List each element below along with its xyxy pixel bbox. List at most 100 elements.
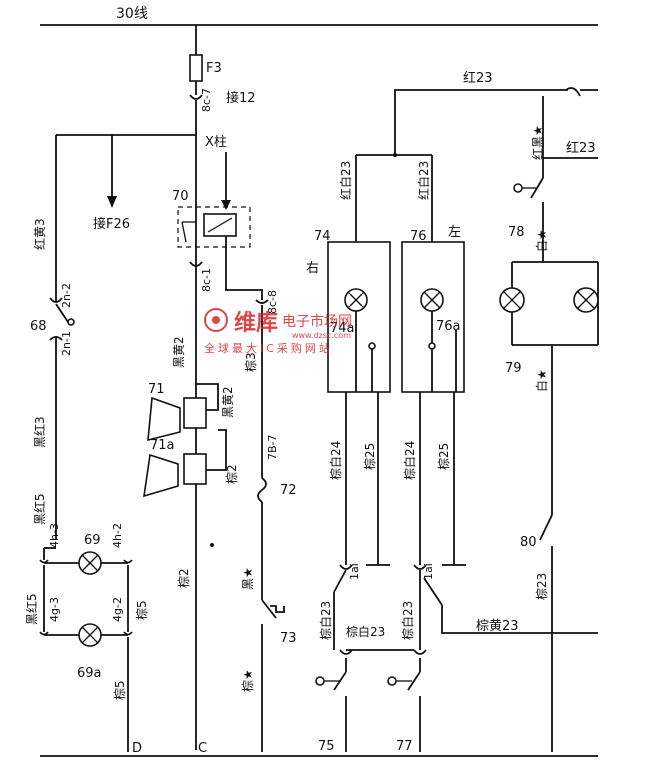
label-74a: 74a: [330, 321, 355, 336]
wire-hei-huang2-a: 黑黄2: [172, 336, 186, 368]
connector-8c-8-mark: [255, 299, 269, 304]
arrow-to-f26: 接F26: [93, 135, 130, 232]
wire-zong-star: 棕★: [240, 669, 255, 692]
horn-button-72: 72: [257, 477, 297, 503]
lamp-69a: 4g-3 4g-2 69a: [39, 597, 133, 681]
connector-4g-2: 4g-2: [111, 597, 124, 622]
connector-2n-1: 2n-1: [60, 331, 73, 356]
wire-hei-hong5-a: 黑红5: [32, 493, 47, 525]
lamp-69: 4h-3 4h-2 69: [39, 523, 133, 575]
connector-1ai-b-mark: [413, 564, 427, 570]
wire-1ai-a: [333, 569, 347, 593]
connector-1ai-a: 1ai: [348, 563, 361, 580]
dzsc-logo-icon: [204, 308, 228, 332]
switch-68: 2n-2 2n-1 68: [30, 283, 75, 356]
wire-zong-bai23-a: 棕白23: [318, 601, 333, 640]
wire-zong-bai23-c: 棕白23: [346, 624, 385, 639]
wire-hei-hong3: 黑红3: [32, 416, 47, 448]
wire-hei-star: 黑★: [241, 567, 255, 590]
label-77: 77: [396, 739, 413, 754]
watermark-brand: 维库: [234, 310, 278, 336]
lamp-group-74: 74 右 74a: [306, 229, 391, 393]
wire-hong-huang3: 红黄3: [32, 218, 47, 250]
label-69a: 69a: [77, 666, 102, 681]
wire-hong-bai23-b: 红白23: [416, 161, 431, 200]
fuse-label: F3: [206, 61, 222, 76]
note-x-post: X柱: [205, 135, 227, 150]
wire-hong-hei-star: 红黑★: [530, 125, 545, 160]
connector-2n-2: 2n-2: [60, 283, 73, 308]
wire-zong-bai24-a: 棕白24: [328, 441, 343, 480]
relay-output-wire: [225, 236, 263, 300]
label-78: 78: [508, 225, 525, 240]
wire-bai-star-bottom: 白★: [534, 369, 549, 392]
bus-label: 30线: [116, 6, 148, 22]
lamp-group-79: 79: [499, 261, 599, 376]
lamp-feed-junction: [392, 152, 398, 158]
wire-zong-huang23-label: 棕黄23: [476, 619, 519, 634]
wire-bai-star-top: 白★: [534, 229, 549, 252]
wire-hong-bai23-a: 红白23: [338, 161, 353, 200]
label-71a: 71a: [150, 438, 175, 453]
switch-73: 73: [261, 599, 297, 646]
connector-4h-2: 4h-2: [111, 523, 124, 548]
relay-70: X柱 70: [172, 135, 251, 248]
wire-hei-huang2-b: 黑黄2: [221, 386, 235, 418]
side-left: 左: [448, 225, 461, 240]
label-74: 74: [314, 229, 331, 244]
switch-75: 75: [315, 649, 353, 754]
wire-hong23-right: 红23: [566, 140, 596, 156]
connector-1ai-a-mark: [339, 564, 353, 570]
connector-8c-1-mark: [189, 261, 203, 267]
watermark-brand-en: 电子市场网: [282, 313, 352, 330]
connector-4g-3: 4g-3: [48, 597, 61, 622]
note-to-12: 接12: [226, 90, 256, 106]
label-80: 80: [520, 535, 537, 550]
label-70: 70: [172, 189, 189, 204]
wire-zong25-a: 棕25: [362, 443, 377, 470]
horn-71a: 71a: [143, 429, 227, 498]
wire-zong-huang23: [423, 577, 598, 634]
wire-zong2-a: 棕2: [224, 464, 239, 484]
switch-78: 78: [508, 177, 544, 240]
wire-zong3: 棕3: [243, 352, 258, 372]
horn-71: 71: [147, 382, 219, 442]
switch-77: 77: [387, 649, 427, 754]
connector-8c-7: 8c-7: [200, 88, 213, 112]
wire-zong25-b: 棕25: [436, 443, 451, 470]
lamp-group-76: 76 左 76a: [401, 225, 465, 393]
wire-zong23: 棕23: [534, 573, 549, 600]
connector-1ai-b: 1ai: [422, 563, 435, 580]
connector-7b-7: 7B-7: [266, 434, 279, 460]
connector-8c-1: 8c-1: [200, 268, 213, 292]
wire-zong2-b: 棕2: [176, 568, 191, 588]
label-72: 72: [280, 483, 297, 498]
wire-zong-bai23-b: 棕白23: [400, 601, 415, 640]
switch-80: 80: [520, 514, 553, 550]
terminal-c: C: [198, 741, 207, 756]
feed-hong23-hook: [565, 87, 581, 97]
wire-hei-hong5-b: 黑红5: [24, 593, 39, 625]
label-73: 73: [280, 631, 297, 646]
connector-8c-8: 8c-8: [266, 290, 279, 314]
junction-dot: [210, 543, 214, 547]
label-68: 68: [30, 319, 47, 334]
label-75: 75: [318, 739, 335, 754]
wire-zong5-b: 棕5: [112, 680, 127, 700]
wire-zong-bai24-b: 棕白24: [402, 441, 417, 480]
watermark: 维库 电子市场网 www.dzsc.com 全球最大IC采购网站: [204, 308, 352, 355]
side-right: 右: [306, 261, 319, 276]
watermark-slogan: 全球最大IC采购网站: [204, 341, 333, 355]
fuse-f3: F3: [189, 25, 222, 100]
wire-hong23-top: 红23: [463, 70, 493, 86]
label-76a: 76a: [436, 319, 461, 334]
label-76: 76: [410, 229, 427, 244]
bus-30: 30线: [40, 6, 598, 26]
label-71: 71: [148, 382, 165, 397]
note-to-f26: 接F26: [93, 216, 130, 232]
connector-4h-3: 4h-3: [48, 523, 61, 548]
label-69: 69: [84, 533, 101, 548]
feed-hong23: [394, 89, 568, 155]
label-79: 79: [505, 361, 522, 376]
